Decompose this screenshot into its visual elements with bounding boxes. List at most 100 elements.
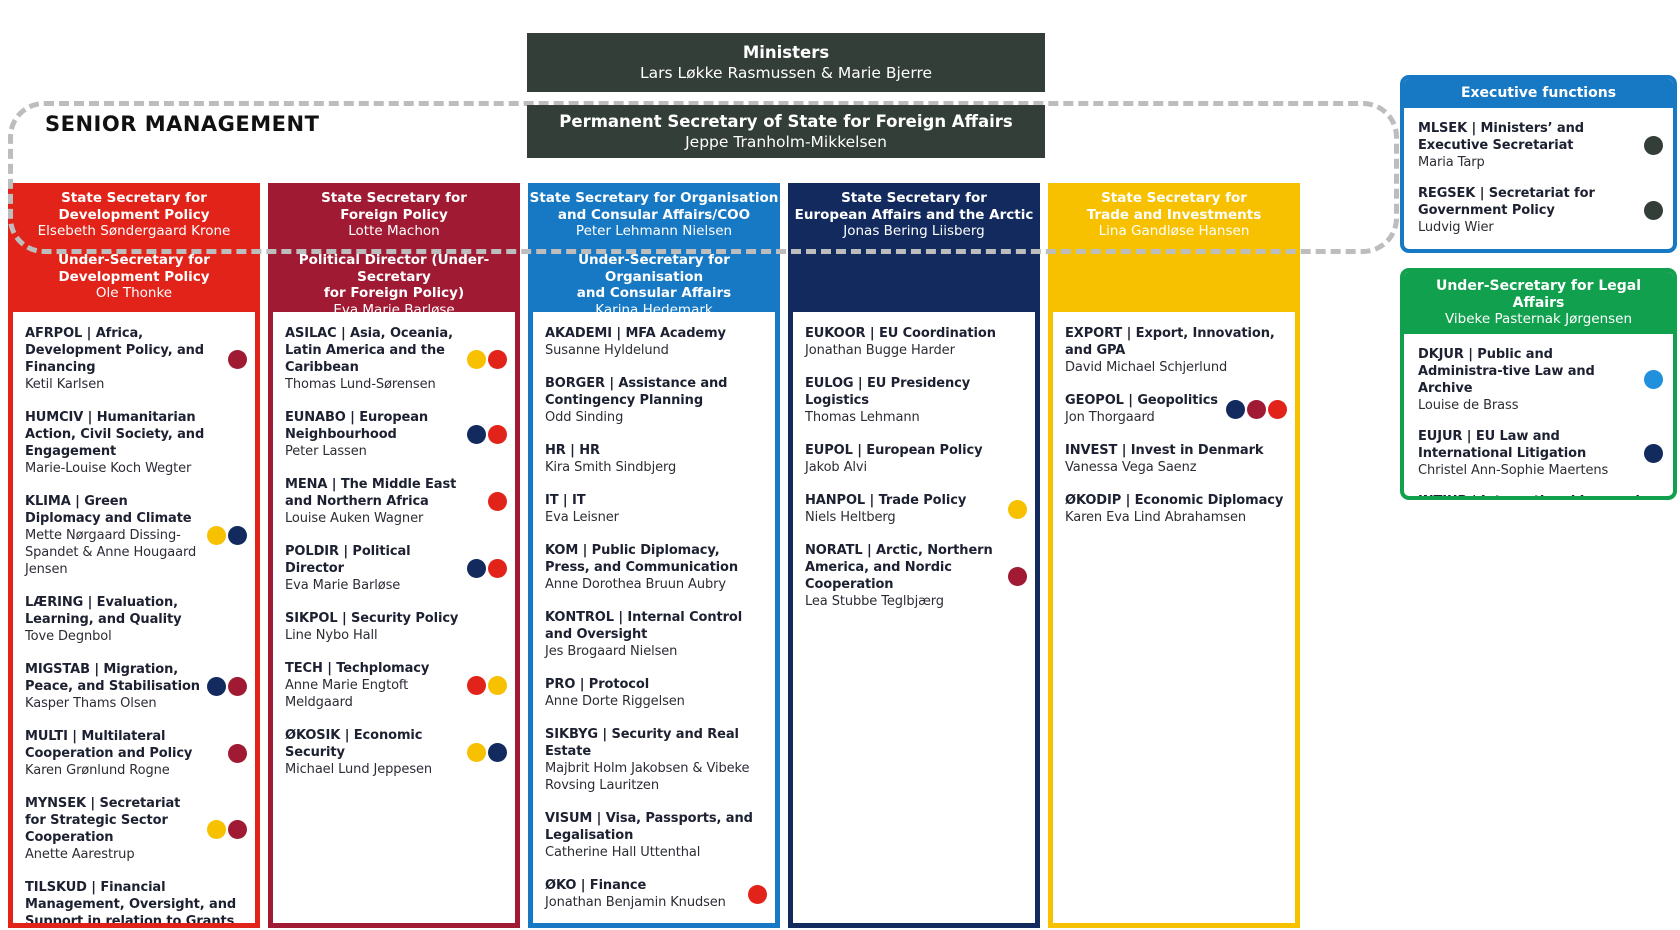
unit-title: INTJUR | International Law and Human Rig…: [1418, 493, 1641, 497]
unit-people: Tove Degnbol: [25, 629, 112, 644]
unit-title: REGSEK | Secretariat for Government Poli…: [1418, 185, 1595, 218]
unit-text: MULTI | Multilateral Cooperation and Pol…: [25, 728, 225, 779]
unit-title: BORGER | Assistance and Contingency Plan…: [545, 376, 728, 408]
unit-title: MENA | The Middle East and Northern Afri…: [285, 477, 457, 509]
unit-INTJUR: INTJUR | International Law and Human Rig…: [1418, 493, 1663, 497]
side-header-line: Executive functions: [1460, 85, 1617, 101]
unit-text: HUMCIV | Humanitarian Action, Civil Soci…: [25, 409, 247, 477]
unit-people: Catherine Hall Uttenthal: [545, 845, 701, 860]
dot-darkred-icon: [228, 819, 247, 839]
dot-red-icon: [467, 676, 486, 695]
unit-people: Karen Grønlund Rogne: [25, 763, 170, 778]
unit-MULTI: MULTI | Multilateral Cooperation and Pol…: [25, 728, 247, 779]
unit-people: Louise Auken Wagner: [285, 511, 424, 526]
dot-navy-icon: [1226, 399, 1245, 419]
header-line: European Affairs and the Arctic: [794, 206, 1034, 223]
unit-title: EUJUR | EU Law and International Litigat…: [1418, 428, 1587, 461]
unit-dots: [488, 492, 507, 511]
unit-title: KLIMA | Green Diplomacy and Climate: [25, 494, 192, 526]
unit-dots: [1644, 370, 1663, 389]
senior-management-label: SENIOR MANAGEMENT: [45, 112, 320, 136]
unit-people: Susanne Hyldelund: [545, 343, 669, 358]
unit-people: Anne Dorothea Bruun Aubry: [545, 577, 726, 592]
unit-dots: [467, 676, 507, 695]
header-line: State Secretary for: [321, 190, 467, 206]
unit-dots: [1644, 135, 1663, 155]
unit-text: BORGER | Assistance and Contingency Plan…: [545, 375, 767, 426]
unit-people: Vanessa Vega Saenz: [1065, 460, 1197, 475]
dot-red-icon: [488, 425, 507, 444]
unit-people: Thomas Lehmann: [805, 410, 920, 425]
dot-darkred-icon: [228, 677, 247, 696]
unit-dots: [207, 526, 247, 545]
unit-dots: [1008, 566, 1027, 586]
unit-people: Anette Aarestrup: [25, 847, 135, 862]
unit-text: EUJUR | EU Law and International Litigat…: [1418, 428, 1641, 479]
unit-title: LÆRING | Evaluation, Learning, and Quali…: [25, 595, 182, 627]
unit-people: Thomas Lund-Sørensen: [285, 377, 436, 392]
header-line: Trade and Investments: [1086, 206, 1262, 223]
dot-darkred-icon: [1247, 399, 1266, 419]
permanent-secretary-box: Permanent Secretary of State for Foreign…: [527, 105, 1045, 158]
subheader-line: Political Director (Under-Secretary: [298, 252, 490, 285]
unit-title: MYNSEK | Secretariat for Strategic Secto…: [25, 796, 181, 845]
unit-text: NORATL | Arctic, Northern America, and N…: [805, 542, 1005, 610]
unit-title: HUMCIV | Humanitarian Action, Civil Soci…: [25, 410, 205, 459]
unit-people: Michael Lund Jeppesen: [285, 762, 433, 777]
unit-title: KOM | Public Diplomacy, Press, and Commu…: [545, 543, 739, 575]
unit-title: AKADEMI | MFA Academy: [545, 326, 726, 341]
unit-dots: [467, 559, 507, 578]
unit-MENA: MENA | The Middle East and Northern Afri…: [285, 476, 507, 527]
unit-title: HR | HR: [545, 443, 600, 458]
unit-MIGSTAB: MIGSTAB | Migration, Peace, and Stabilis…: [25, 661, 247, 712]
unit-people: Christel Ann-Sophie Maertens: [1418, 462, 1609, 478]
unit-people: Karen Eva Lind Abrahamsen: [1065, 510, 1247, 525]
dot-navy-icon: [467, 559, 486, 578]
unit-title: SIKPOL | Security Policy: [285, 611, 459, 626]
dot-yellow-icon: [207, 526, 226, 545]
side-header-name: Vibeke Pasternak Jørgensen: [1444, 311, 1633, 327]
unit-title: SIKBYG | Security and Real Estate: [545, 727, 739, 759]
header-line: Development Policy: [58, 206, 210, 223]
unit-REGSEK: REGSEK | Secretariat for Government Poli…: [1418, 185, 1663, 236]
subheader-line: Under-Secretary for: [58, 252, 210, 268]
unit-people: Jonathan Benjamin Knudsen: [545, 895, 726, 910]
unit-title: VISUM | Visa, Passports, and Legalisatio…: [545, 811, 753, 843]
unit-people: Marie-Louise Koch Wegter: [25, 461, 192, 476]
unit-title: MIGSTAB | Migration, Peace, and Stabilis…: [25, 662, 200, 694]
subheader-line: Development Policy: [58, 268, 210, 285]
unit-KONTROL: KONTROL | Internal Control and Oversight…: [545, 609, 767, 660]
unit-title: IT | IT: [545, 493, 586, 508]
dot-red-icon: [748, 884, 767, 904]
dot-darkred-icon: [228, 744, 247, 763]
ministers-names: Lars Løkke Rasmussen & Marie Bjerre: [639, 64, 933, 82]
dot-red-icon: [488, 492, 507, 511]
unit-title: KONTROL | Internal Control and Oversight: [545, 610, 743, 642]
unit-title: ØKOSIK | Economic Security: [285, 728, 423, 760]
